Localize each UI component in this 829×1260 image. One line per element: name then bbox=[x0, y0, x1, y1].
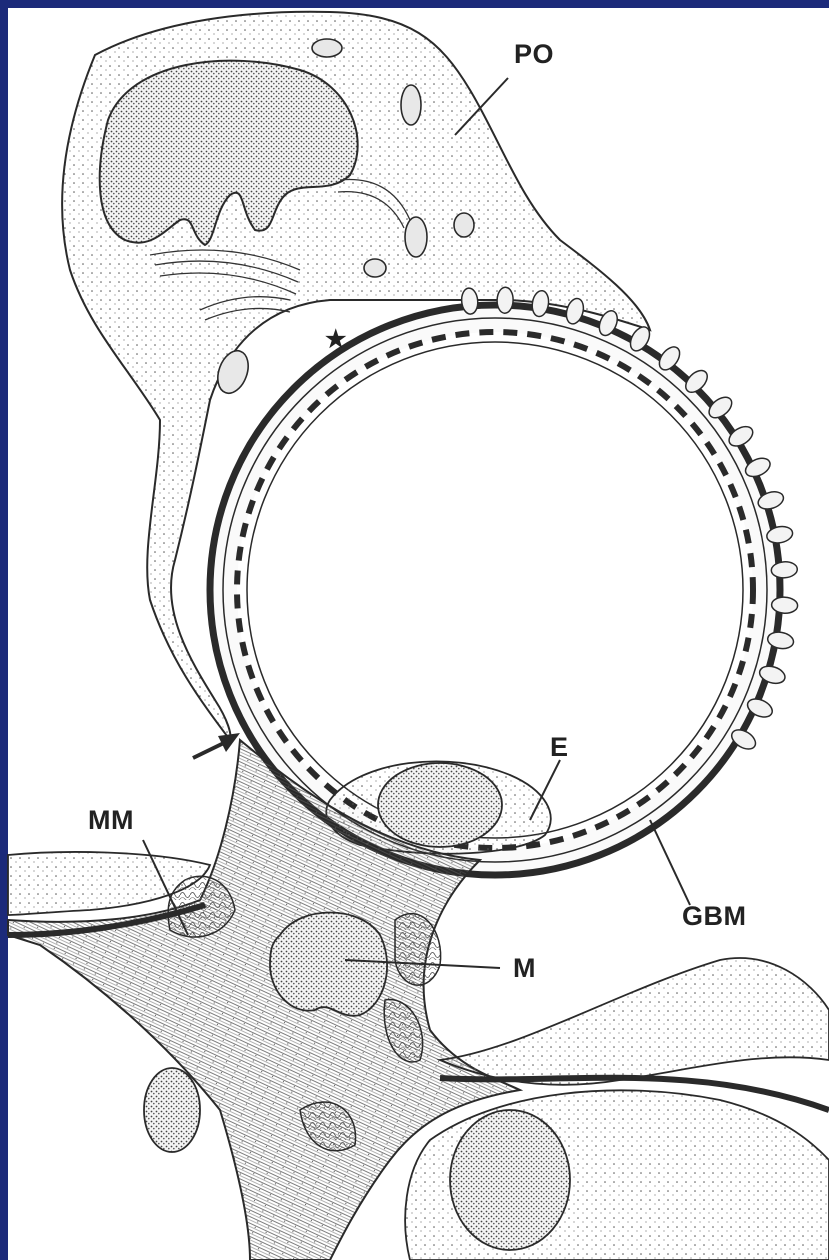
adjacent-nucleus-left bbox=[144, 1068, 200, 1152]
star-marker: ★ bbox=[325, 328, 347, 352]
mesangial-nucleus bbox=[270, 913, 387, 1016]
arrow-marker bbox=[193, 733, 240, 758]
capillary-lumen bbox=[247, 342, 743, 838]
adjacent-capillary-right bbox=[440, 958, 829, 1085]
label-gbm: GBM bbox=[682, 903, 747, 930]
label-mm: MM bbox=[88, 807, 134, 834]
adjacent-nucleus-right bbox=[450, 1110, 570, 1250]
label-e: E bbox=[550, 734, 569, 761]
endothelial-nucleus bbox=[378, 763, 502, 847]
label-m: M bbox=[513, 955, 536, 982]
foot-process bbox=[771, 597, 798, 614]
label-po: PO bbox=[514, 41, 554, 68]
foot-process bbox=[497, 287, 514, 314]
